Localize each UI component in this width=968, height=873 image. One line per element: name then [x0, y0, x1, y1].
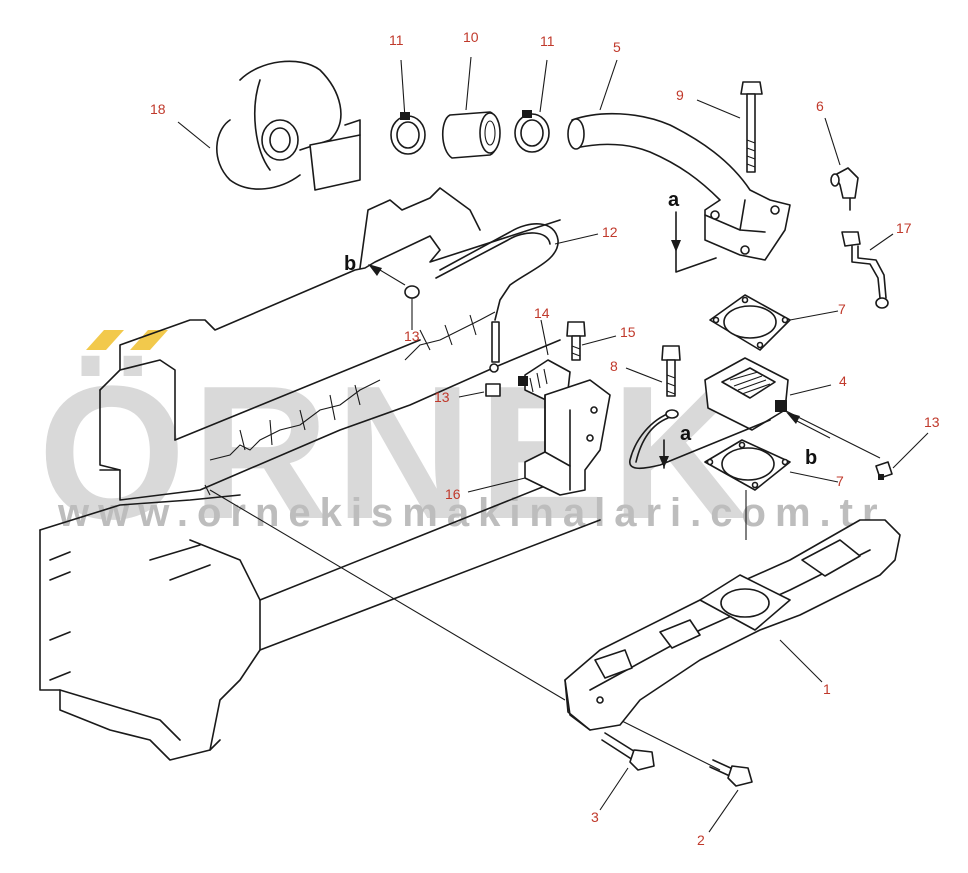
hose-10 [441, 111, 501, 159]
hose-clamp-right [514, 110, 550, 153]
elbow-fitting-6 [830, 167, 859, 211]
callout-10: 10 [463, 29, 479, 45]
watermark-accent-right [130, 330, 168, 350]
engine-block [39, 187, 721, 771]
heater-wire: a [629, 409, 771, 470]
flow-label-a-top: a [668, 189, 680, 211]
callout-5: 5 [613, 39, 621, 55]
flow-marker-b-left: b [344, 253, 406, 286]
callout-14: 14 [534, 305, 550, 321]
intake-pipe-5 [567, 112, 791, 261]
intake-heater-4 [704, 357, 881, 459]
callout-3: 3 [591, 809, 599, 825]
watermark: ÖRNEK www.ornekismakinalari.com.tr [38, 330, 887, 559]
leader-lines [177, 56, 929, 833]
bolt-8 [661, 345, 681, 397]
tube-17 [841, 231, 889, 309]
callout-17: 17 [896, 220, 912, 236]
callout-7-upper: 7 [838, 301, 846, 317]
callout-4: 4 [839, 373, 847, 389]
callout-11-right: 11 [540, 33, 555, 49]
callout-7-lower: 7 [836, 473, 844, 489]
callout-13-upper: 13 [404, 328, 420, 344]
bracket-16 [524, 379, 611, 496]
callout-16: 16 [445, 486, 461, 502]
gasket-7-lower [704, 439, 791, 491]
flow-label-b-right: b [805, 447, 817, 469]
callout-11-left: 11 [389, 32, 404, 48]
callout-labels: 11 10 11 5 9 6 18 12 17 7 4 8 15 14 13 1… [150, 29, 940, 848]
bolt-15 [566, 321, 586, 361]
callout-8: 8 [610, 358, 618, 374]
hose-clamp-left [390, 112, 426, 155]
callout-13-right: 13 [924, 414, 940, 430]
bolt-9 [740, 81, 763, 173]
turbo-inlet-18 [216, 60, 361, 191]
flow-label-a-lower: a [680, 423, 692, 445]
flow-label-b-left: b [344, 253, 356, 275]
callout-1: 1 [823, 681, 831, 697]
watermark-url: www.ornekismakinalari.com.tr [57, 491, 887, 535]
gasket-7-upper [709, 294, 791, 351]
callout-13-left: 13 [434, 389, 450, 405]
callout-12: 12 [602, 224, 618, 240]
callout-15: 15 [620, 324, 636, 340]
harness-12 [435, 223, 559, 397]
exhaust-manifold-1 [564, 490, 901, 731]
clip-13-upper [404, 285, 420, 299]
watermark-accent-left [86, 330, 124, 350]
bolt-2 [709, 759, 753, 787]
callout-6: 6 [816, 98, 824, 114]
connector-13-right [875, 461, 893, 480]
bolt-3 [601, 732, 655, 771]
callout-18: 18 [150, 101, 166, 117]
watermark-brand: ÖRNEK [38, 347, 754, 559]
callout-2: 2 [697, 832, 705, 848]
flow-marker-a-top: a [668, 189, 717, 273]
flow-marker-b-right: b [786, 412, 831, 469]
callout-9: 9 [676, 87, 684, 103]
